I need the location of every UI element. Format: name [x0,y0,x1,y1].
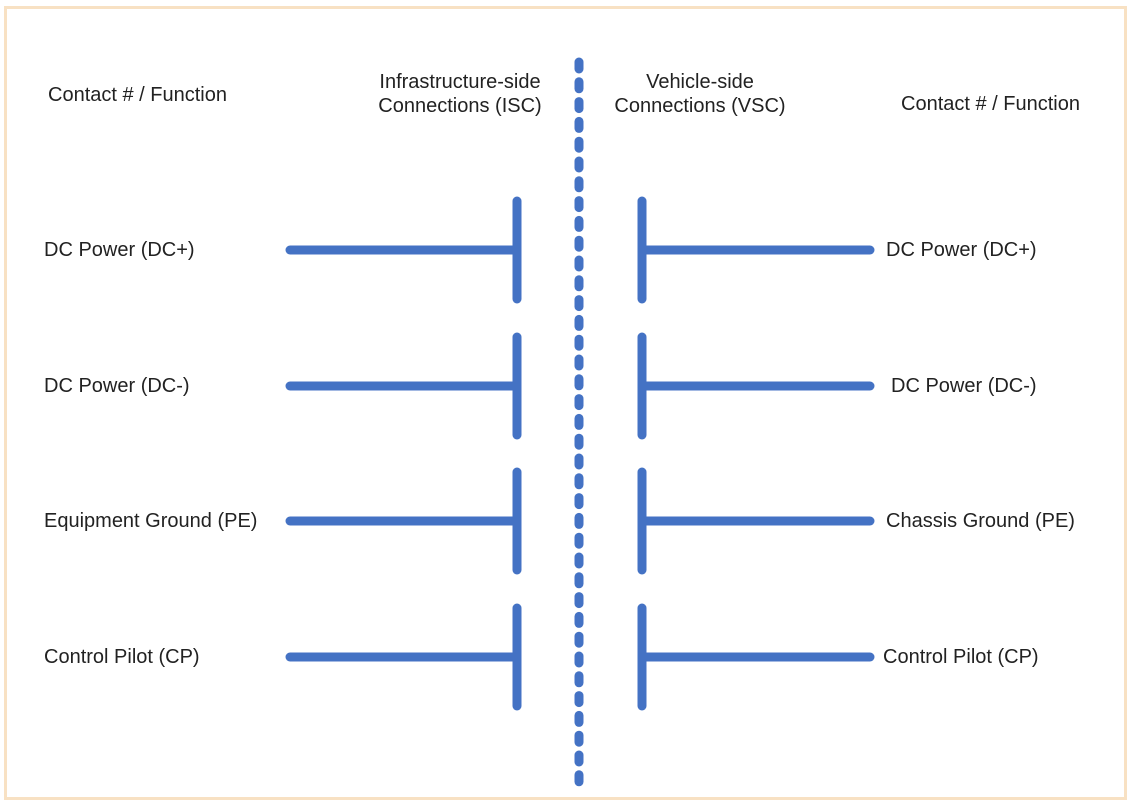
diagram-frame [4,6,1127,800]
isc-header-line2: Connections (ISC) [378,95,542,117]
left-function-header: Contact # / Function [48,84,227,106]
isc-header-line1: Infrastructure-side [379,71,541,93]
isc-header: Infrastructure-side Connections (ISC) [362,70,558,118]
vsc-header: Vehicle-side Connections (VSC) [600,70,800,118]
isc-contact-label-1: DC Power (DC+) [44,239,195,261]
vsc-contact-label-3: Chassis Ground (PE) [886,510,1075,532]
vsc-contact-label-4: Control Pilot (CP) [883,646,1039,668]
isc-contact-label-4: Control Pilot (CP) [44,646,200,668]
vsc-header-line1: Vehicle-side [646,71,754,93]
vsc-contact-label-1: DC Power (DC+) [886,239,1037,261]
isc-contact-label-2: DC Power (DC-) [44,375,190,397]
contact-lines [285,196,875,711]
vsc-header-line2: Connections (VSC) [614,95,786,117]
vsc-contact-label-2: DC Power (DC-) [891,375,1037,397]
isc-contact-label-3: Equipment Ground (PE) [44,510,258,532]
right-function-header: Contact # / Function [901,93,1080,115]
